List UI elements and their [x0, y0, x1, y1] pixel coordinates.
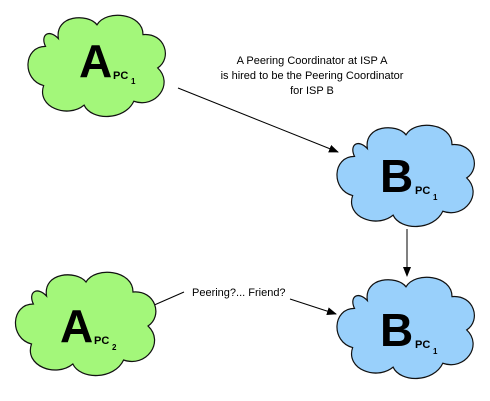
edge-a1-to-b1 — [177, 87, 339, 153]
node-subsub: 2 — [112, 343, 117, 352]
node-subsub: 1 — [433, 193, 438, 202]
node-sub: PC — [415, 339, 430, 351]
node-sub: PC — [113, 70, 128, 82]
note-line-2: is hired to be the Peering Coordinator — [221, 70, 404, 82]
node-b-pc1: B PC 1 — [336, 124, 476, 228]
node-letter: B — [380, 150, 413, 202]
node-sub: PC — [94, 335, 109, 347]
coordinator-note: A Peering Coordinator at ISP A is hired … — [221, 55, 404, 97]
node-subsub: 1 — [131, 77, 136, 86]
node-b-pc1-bottom: B PC 1 — [336, 276, 476, 380]
node-letter: A — [79, 35, 112, 87]
edge-a2-to-b1-bottom — [151, 291, 185, 307]
node-letter: B — [380, 304, 413, 356]
node-a-pc1: A PC 1 — [27, 14, 167, 118]
peering-question-label: Peering?... Friend? — [192, 287, 286, 299]
note-line-3: for ISP B — [290, 85, 334, 97]
edge-a2-to-b1-bottom-end — [289, 298, 337, 316]
node-letter: A — [60, 300, 93, 352]
node-subsub: 1 — [433, 347, 438, 356]
node-a-pc2: A PC 2 — [14, 271, 157, 377]
note-line-1: A Peering Coordinator at ISP A — [237, 55, 388, 67]
node-sub: PC — [415, 185, 430, 197]
